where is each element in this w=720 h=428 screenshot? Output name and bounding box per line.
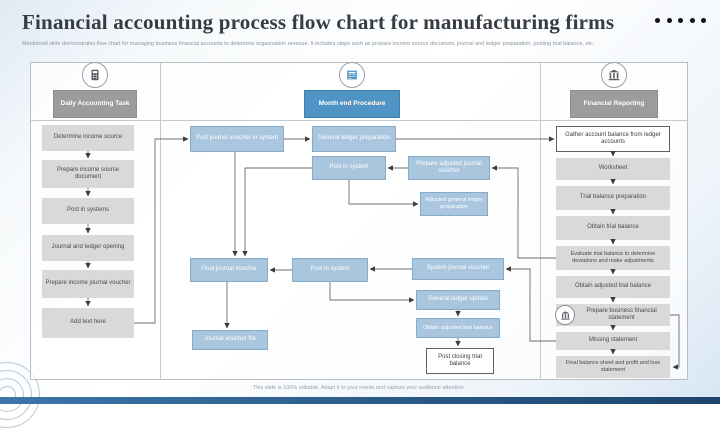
bank-icon [608,69,620,81]
column-divider [540,62,541,380]
step-adjusted-general-ledger-preparation: Adjusted general ledger preparation [420,192,488,216]
step-final-journal-voucher: Final journal voucher [190,258,268,282]
financial-reporting-icon-circle [601,62,627,88]
daily-accounting-icon-circle [82,62,108,88]
step-post-in-systems: Post in systems [42,198,134,224]
step-trial-balance-preparation: Trial balance preparation [556,186,670,210]
step-post-in-system-1: Post in system [312,156,386,180]
step-prepare-income-journal-voucher: Prepare income journal voucher [42,270,134,298]
step-journal-voucher-file: Journal voucher file [192,330,268,350]
step-obtain-trial-balance: Obtain trial balance [556,216,670,240]
calculator-icon [91,69,99,81]
step-prepare-income-source-document: Prepare income source document [42,160,134,188]
column-header-financial-reporting: Financial Reporting [570,90,658,118]
options-dots-icon[interactable] [655,18,706,23]
column-header-month-end-procedure: Month end Procedure [304,90,400,118]
calendar-icon [347,70,357,80]
step-missing-statement: Missing statement [556,332,670,350]
step-obtain-adjusted-trial-balance-mid: Obtain adjusted trial balance [416,318,500,338]
column-divider [160,62,161,380]
step-add-text-here: Add text here [42,308,134,338]
step-prepare-adjusted-journal-voucher: Prepare adjusted journal voucher [408,156,490,180]
step-post-closing-trial-balance: Post closing trial balance [426,348,494,374]
step-prepare-business-financial-statement: Prepare business financial statement [556,304,670,326]
step-worksheet: Worksheet [556,158,670,180]
step-post-journal-voucher-in-system: Post journal voucher in system [190,126,284,152]
bank-icon [560,310,570,320]
editable-note: This slide is 100% editable. Adapt it to… [252,385,466,391]
step-journal-and-ledger-opening: Journal and ledger opening [42,235,134,261]
column-header-daily-accounting-task: Daily Accounting Task [53,90,137,118]
step-final-balance-sheet: Final balance sheet and profit and loss … [556,356,670,378]
step-gather-account-balance: Gather account balance from ledger accou… [556,126,670,152]
step-obtain-adjusted-trial-balance: Obtain adjusted trial balance [556,276,670,298]
slide-subtitle: Mentioned slide demonstrates flow chart … [22,41,595,47]
step-determine-income-source: Determine income source [42,125,134,151]
page-title: Financial accounting process flow chart … [22,10,615,34]
step-system-journal-voucher: System journal voucher [412,258,504,280]
header-divider [30,120,688,121]
month-end-icon-circle [339,62,365,88]
financial-statement-icon-circle [555,305,575,325]
bottom-accent-bar [0,397,720,404]
step-general-ledger-update: General ledger update [416,290,500,310]
step-evaluate-trial-balance: Evaluate trial balance to determine devi… [556,246,670,270]
step-general-ledger-preparation: General ledger preparation [312,126,396,152]
step-post-in-system-2: Post in system [292,258,368,282]
